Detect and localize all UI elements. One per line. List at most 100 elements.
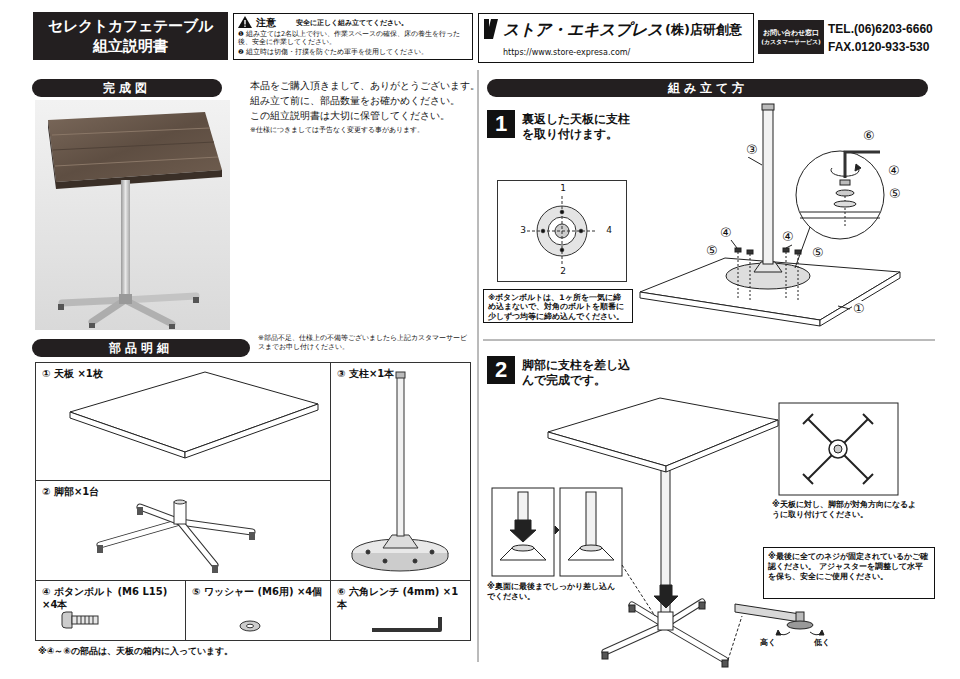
part-bolt (81, 616, 82, 624)
step1-drawing (640, 258, 900, 320)
part-leg (212, 565, 218, 573)
step2-drawing (605, 625, 665, 652)
top-view-marks (562, 196, 563, 264)
step2-drawing (787, 621, 813, 629)
part-leg (180, 522, 215, 565)
company-box: ストア・エキスプレス(株)店研創意https://www.store-expre… (478, 13, 754, 63)
part-bolt (85, 616, 86, 624)
finished-table-photo (56, 170, 222, 189)
step1-drawing (786, 245, 792, 248)
top-view-marks (541, 229, 545, 233)
step1-drawing (762, 104, 774, 110)
caption-note: ※天板に対し、脚部が対角方向になるように取り付けてください。 (772, 500, 918, 521)
step2-drawing (863, 474, 873, 484)
part-wrench (372, 617, 440, 630)
node-text: https://www.store-expresa.com/ (503, 49, 703, 58)
node-text: (カスタマーサービス) (760, 38, 822, 46)
step1-drawing (855, 164, 861, 171)
step-instruction: 裏返した天板に支柱を取り付けます。 (522, 112, 634, 142)
node-text: ⑥ 六角レンチ (4mm) ×1本 (337, 585, 464, 611)
parts-note: ※部品不足、仕様上の不備等ございましたら上記カスタマーサービスまでお申し付けくだ… (258, 334, 470, 352)
step1-drawing (747, 250, 753, 254)
step2-drawing (819, 630, 824, 635)
logo-mark (486, 19, 498, 39)
finished-table-photo (58, 304, 64, 310)
step2-drawing (779, 403, 898, 495)
part-cell: ④ ボタンボルト (M6 L15) ×4本 (35, 580, 186, 641)
step2-drawing (602, 652, 608, 659)
adjuster-label: 高く (760, 638, 776, 648)
step1-drawing (836, 190, 854, 196)
callout-number: ⑥ (862, 128, 876, 143)
note-box: ※最後に全てのネジが固定されているかご確認ください。 アジャスターを調整して水平… (763, 547, 935, 599)
part-leg (97, 500, 255, 573)
separator-line (478, 70, 479, 662)
fax-number: FAX.0120-933-530 (828, 40, 929, 54)
step1-drawing (738, 252, 739, 300)
step2-drawing (803, 474, 813, 484)
step1-drawing (800, 212, 880, 213)
part-bolt (93, 616, 94, 624)
top-view-marks (527, 196, 597, 264)
step2-drawing (560, 488, 622, 576)
part-pole (413, 559, 417, 563)
top-view-marks (527, 231, 597, 232)
step1-drawing (731, 240, 737, 248)
callout-number: ⑤ (888, 186, 902, 201)
separator-line (478, 70, 935, 662)
adjuster-label: 低く (814, 638, 830, 648)
node-text: 安全に正しく組み立ててください。 (296, 19, 471, 27)
part-tabletop (185, 404, 318, 458)
finished-table-photo (35, 100, 230, 330)
top-view-marks (560, 248, 564, 252)
part-leg (249, 532, 255, 540)
top-view-marks (560, 210, 564, 214)
finished-table-photo (125, 300, 172, 324)
step1-drawing (786, 252, 787, 300)
caution-icon (238, 16, 252, 28)
node-text: ❶ 組み立ては2名以上で行い、作業スペースの確保、床の養生を行った後、安全に作業… (238, 31, 470, 47)
part-bolt (77, 616, 78, 624)
caution-icon (238, 16, 252, 28)
part-bolt (72, 616, 98, 624)
step2-drawing (548, 432, 666, 472)
bolt-order-box: 1342 (497, 180, 627, 282)
part-pole (396, 372, 405, 378)
finished-table-photo (193, 297, 199, 303)
step2-drawing (492, 398, 898, 667)
part-cell: ⑥ 六角レンチ (4mm) ×1本 (330, 580, 471, 641)
step1-drawing (795, 227, 810, 268)
step2-drawing (834, 445, 842, 453)
part-wrench (372, 617, 440, 630)
part-tabletop (70, 412, 185, 458)
finished-table-photo (48, 112, 222, 182)
intro-text: 組み立て前に、部品数量をお確かめください。 (250, 95, 460, 107)
step1-drawing (735, 248, 741, 252)
step1-drawing (783, 248, 789, 252)
spec-note: ※仕様につきましては予告なく変更する事があります。 (250, 126, 475, 135)
step2-drawing (776, 630, 781, 635)
step-instruction: 脚部に支柱を差し込んで完成です。 (522, 358, 634, 388)
step2-drawing (555, 526, 559, 534)
step2-drawing (512, 545, 534, 551)
node-text: ※ボタンボルトは、1ヶ所を一気に締め込まないで、対角のボルトを順番に少しずつ均等… (488, 293, 628, 321)
node-text: ⑤ ワッシャー (M6用) ×4個 (192, 585, 324, 598)
part-tabletop (70, 372, 318, 458)
part-washer (240, 621, 260, 631)
step1-drawing (796, 151, 884, 239)
part-leg (174, 500, 186, 504)
part-leg (97, 545, 103, 553)
part-pole (352, 553, 448, 571)
part-cell: ③ 支柱×1本 (330, 362, 471, 581)
step1-drawing (750, 254, 751, 302)
finished-table-photo (35, 100, 230, 330)
node-text: 2 (556, 267, 570, 277)
node-text: ストア・エキスプレス (503, 21, 673, 39)
part-cell: ⑤ ワッシャー (M6用) ×4個 (185, 580, 331, 641)
step1-drawing (820, 272, 900, 326)
step2-drawing (803, 414, 813, 424)
step2-drawing (605, 625, 665, 652)
step2-drawing (728, 616, 742, 660)
step2-drawing (699, 602, 705, 609)
